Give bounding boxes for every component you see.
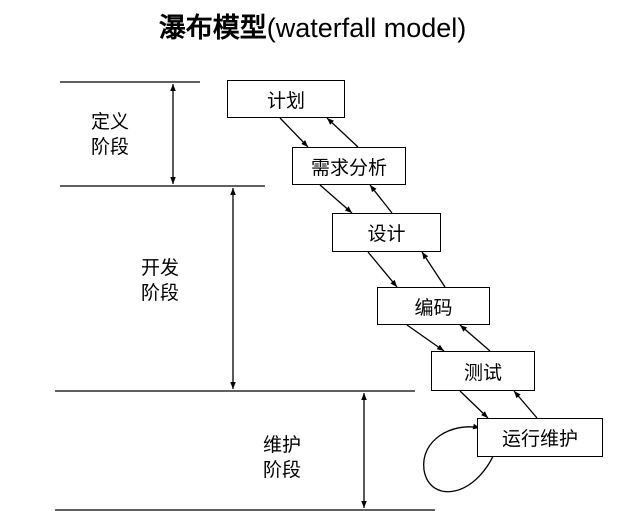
feedback-arrow-design-to-requirements — [369, 184, 393, 214]
feedback-arrow-testing-to-coding — [459, 324, 491, 352]
feedback-arrow-coding-to-design — [421, 251, 446, 288]
stage-label: 计划 — [266, 89, 305, 112]
stage-label: 编码 — [414, 296, 453, 319]
stage-box-coding: 编码 — [377, 287, 490, 325]
stage-label: 测试 — [463, 361, 502, 384]
phase-label-maintenance: 维护 阶段 — [263, 433, 301, 483]
phase-label-line: 开发 — [141, 257, 180, 279]
stage-box-operation-maintenance: 运行维护 — [477, 418, 603, 457]
phase-label-line: 阶段 — [263, 459, 302, 481]
flow-arrow-coding-to-testing — [406, 324, 445, 352]
stage-label: 运行维护 — [501, 428, 578, 450]
feedback-arrow-requirements-to-plan — [326, 117, 359, 148]
phase-label-line: 阶段 — [141, 282, 180, 304]
maintenance-self-loop-arrow — [423, 423, 498, 493]
phase-label-line: 维护 — [263, 434, 302, 456]
stage-box-requirements-analysis: 需求分析 — [292, 147, 406, 185]
flow-arrow-plan-to-requirements — [279, 117, 309, 148]
phase-label-development: 开发 阶段 — [141, 256, 179, 306]
stage-label: 需求分析 — [310, 156, 387, 179]
title-english: (waterfall model) — [266, 13, 467, 43]
stage-box-design: 设计 — [332, 213, 441, 252]
stage-box-testing: 测试 — [431, 351, 535, 391]
diagram-title: 瀑布模型(waterfall model) — [0, 6, 625, 45]
phase-label-definition: 定义 阶段 — [91, 110, 129, 160]
stage-label: 设计 — [367, 223, 406, 245]
feedback-arrow-maintenance-to-testing — [513, 390, 538, 419]
phase-label-line: 阶段 — [91, 136, 130, 158]
stage-box-plan: 计划 — [227, 80, 345, 118]
phase-label-line: 定义 — [91, 111, 130, 133]
flow-arrow-testing-to-maintenance — [459, 390, 489, 419]
flow-arrow-design-to-coding — [367, 251, 398, 288]
title-chinese: 瀑布模型 — [158, 13, 267, 44]
flow-arrow-requirements-to-design — [319, 184, 353, 214]
